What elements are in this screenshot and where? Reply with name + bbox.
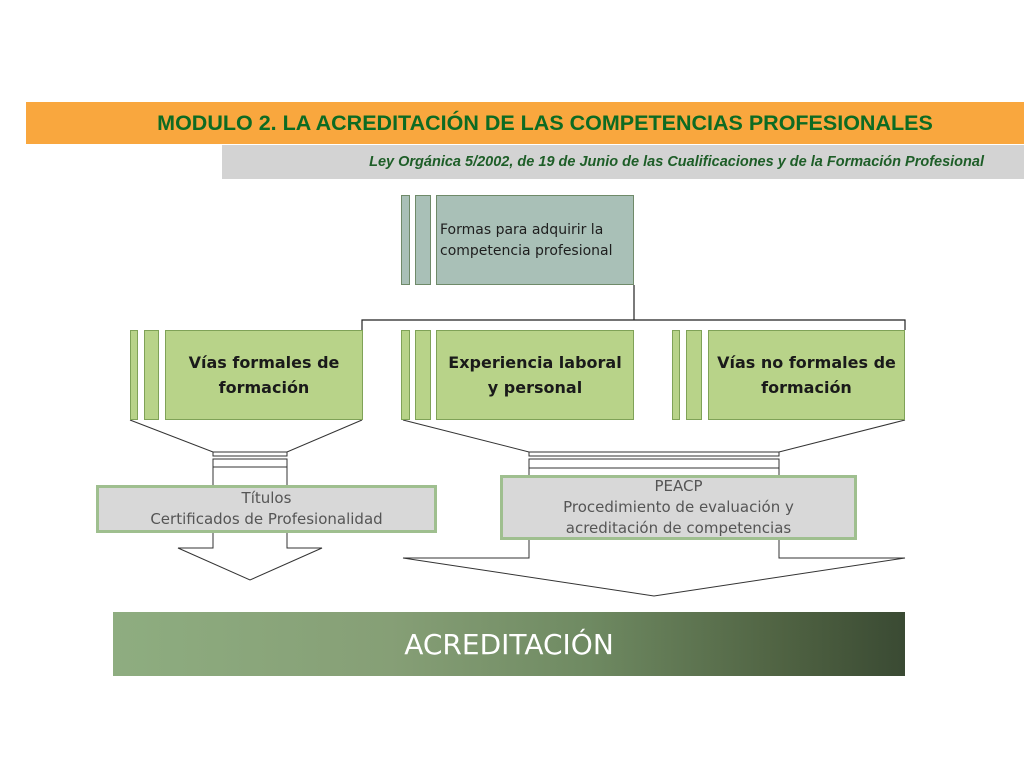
branch-1-stripe-2 (144, 330, 159, 420)
right-funnel-bar-1 (528, 451, 780, 457)
output-card-titles: Títulos Certificados de Profesionalidad (96, 485, 437, 533)
output-1-line-1: Títulos (241, 489, 292, 507)
root-node-line-2: competencia profesional (440, 243, 613, 259)
root-node: Formas para adquirir la competencia prof… (436, 195, 634, 285)
branch-node-formal: Vías formales de formación (165, 330, 363, 420)
right-arrow (402, 540, 906, 597)
branch-3-line-2: formación (761, 378, 852, 397)
branch-node-experience: Experiencia laboral y personal (436, 330, 634, 420)
left-funnel-bar-2 (212, 458, 288, 468)
branch-node-non-formal: Vías no formales de formación (708, 330, 905, 420)
right-funnel (402, 419, 906, 453)
result-label: ACREDITACIÓN (404, 627, 614, 661)
output-2-line-2: Procedimiento de evaluación y (563, 498, 794, 516)
left-funnel-bar-1 (212, 451, 288, 457)
subtitle-bar: Ley Orgánica 5/2002, de 19 de Junio de l… (222, 145, 1024, 179)
output-2-line-3: acreditación de competencias (565, 519, 792, 537)
branch-1-line-2: formación (218, 378, 310, 397)
page-subtitle: Ley Orgánica 5/2002, de 19 de Junio de l… (369, 154, 984, 170)
left-arrow (177, 533, 323, 581)
branch-2-line-2: y personal (487, 378, 583, 397)
branch-connector (361, 319, 906, 330)
branch-2-stripe-1 (401, 330, 410, 420)
output-1-line-2: Certificados de Profesionalidad (150, 510, 383, 528)
root-stripe-1 (401, 195, 410, 285)
right-funnel-bar-2 (528, 458, 780, 469)
title-bar: MODULO 2. LA ACREDITACIÓN DE LAS COMPETE… (26, 102, 1024, 144)
branch-3-stripe-2 (686, 330, 702, 420)
branch-2-stripe-2 (415, 330, 431, 420)
root-stripe-2 (415, 195, 431, 285)
output-card-peacp: PEACP Procedimiento de evaluación y acre… (500, 475, 857, 540)
root-node-line-1: Formas para adquirir la (440, 222, 604, 238)
branch-1-stripe-1 (130, 330, 138, 420)
branch-3-line-1: Vías no formales de (717, 353, 896, 372)
branch-3-stripe-1 (672, 330, 680, 420)
page-title: MODULO 2. LA ACREDITACIÓN DE LAS COMPETE… (157, 110, 933, 135)
branch-1-line-1: Vías formales de (188, 353, 340, 372)
branch-2-line-1: Experiencia laboral (448, 353, 622, 372)
output-2-line-1: PEACP (654, 477, 703, 495)
left-funnel (129, 419, 363, 453)
result-bar: ACREDITACIÓN (113, 612, 905, 676)
